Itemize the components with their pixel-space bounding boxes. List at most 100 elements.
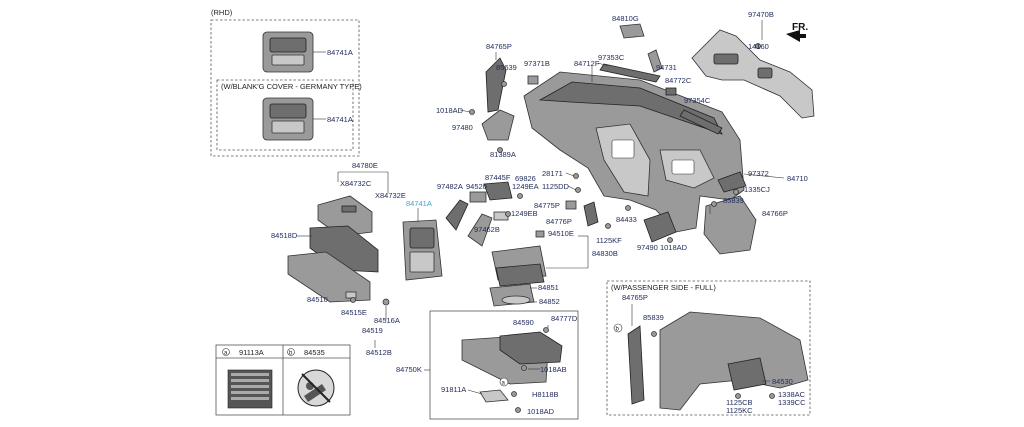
label-97353C: 97353C — [598, 53, 625, 62]
glove-box-tray — [287, 251, 371, 303]
label-84515E: 84515E — [341, 308, 367, 317]
cluster-cover — [495, 263, 545, 287]
label-94731: 94731 — [656, 63, 677, 72]
rhd-sub-box-frame — [216, 79, 354, 151]
label-84766P: 84766P — [762, 209, 788, 218]
label-1339CC: 1339CC — [778, 398, 806, 407]
duct-97470B — [691, 29, 815, 119]
vent-97372 — [717, 171, 747, 193]
label-84516A: 84516A — [374, 316, 400, 325]
passenger-box-title: (W/PASSENGER SIDE - FULL) — [611, 283, 716, 292]
label-84851: 84851 — [538, 283, 559, 292]
legend-b-letter: b — [289, 351, 293, 357]
airbag-84530 — [727, 357, 767, 391]
label-97372: 97372 — [748, 169, 769, 178]
label-14160: 14160 — [748, 42, 769, 51]
lower-panel-box-frame — [429, 310, 579, 420]
bracket-84775P — [565, 200, 577, 210]
label-85639-top: 85639 — [496, 63, 517, 72]
label-97462B: 97462B — [474, 225, 500, 234]
front-direction-indicator: FR. — [786, 22, 808, 42]
label-84512B: 84512B — [366, 348, 392, 357]
label-84765P-passenger: 84765P — [622, 293, 648, 302]
label-87445F: 87445F — [485, 173, 511, 182]
label-1125DD: 1125DD — [542, 182, 570, 191]
knee-bolster — [499, 331, 563, 365]
center-fascia-panel-rhd — [262, 31, 314, 73]
label-84852: 84852 — [539, 297, 560, 306]
glove-box-latch — [341, 205, 357, 213]
label-84775P: 84775P — [534, 201, 560, 210]
label-X84732C: X84732C — [340, 179, 372, 188]
label-84830B: 84830B — [592, 249, 618, 258]
label-97470B: 97470B — [748, 10, 774, 19]
legend-b-part: 84535 — [304, 348, 325, 357]
label-84712F: 84712F — [574, 59, 600, 68]
panel-94520 — [469, 191, 487, 203]
grille-84810G — [619, 23, 645, 39]
passenger-side-box: (W/PASSENGER SIDE - FULL) 84765P 85839 8… — [606, 280, 811, 416]
glove-box-group: 84780E X84732C X84732E 84741A 84518D 845… — [271, 161, 432, 357]
label-84780E: 84780E — [352, 161, 378, 170]
panel-87445F — [483, 181, 513, 201]
label-97480: 97480 — [452, 123, 473, 132]
cover-91811A — [479, 389, 509, 403]
label-84519: 84519 — [362, 326, 383, 335]
label-84433: 84433 — [616, 215, 637, 224]
label-1125CB: 1125CB — [726, 398, 753, 407]
screw-69826 — [517, 193, 523, 199]
label-1249EA: 1249EA — [512, 182, 539, 191]
vent-97480 — [481, 109, 515, 141]
center-vents-group: 97482A 94520 87445F 69826 1249EA 1249EB … — [437, 173, 618, 307]
rhd-box-title: (RHD) — [211, 8, 233, 17]
defroster-97354C — [679, 109, 723, 135]
rhd-sub-box-title: (W/BLANK'G COVER - GERMANY TYPE) — [221, 82, 362, 91]
label-1018AD-top: 1018AD — [436, 106, 464, 115]
label-84741A-rhd: 84741A — [327, 48, 353, 57]
label-84741A-blank: 84741A — [327, 115, 353, 124]
label-69826: 69826 — [515, 174, 536, 183]
bracket-94731 — [647, 49, 663, 73]
side-trim-84765P-passenger — [627, 325, 645, 405]
label-94520: 94520 — [466, 182, 487, 191]
label-1249EB: 1249EB — [511, 209, 538, 218]
legend-box: a 91113A b 84535 — [215, 344, 351, 416]
callout-b-letter: b — [616, 327, 620, 333]
label-84590: 84590 — [513, 318, 534, 327]
label-1125KF: 1125KF — [596, 236, 622, 245]
label-97490: 97490 — [637, 243, 658, 252]
legend-a-letter: a — [224, 351, 228, 357]
label-1335CJ: 1335CJ — [744, 185, 770, 194]
label-X84732E: X84732E — [375, 191, 406, 200]
vent-97490 — [643, 211, 677, 243]
label-84777D: 84777D — [551, 314, 578, 323]
sensor-84772C — [665, 87, 677, 96]
vent-97462B — [467, 213, 493, 247]
label-97371B: 97371B — [524, 59, 550, 68]
caution-label-icon — [227, 369, 273, 409]
clip-84516A — [382, 298, 390, 306]
garnish-84852 — [501, 295, 531, 305]
center-fascia-panel-blank — [262, 97, 314, 141]
label-84710: 84710 — [787, 174, 808, 183]
label-84765P-top: 84765P — [486, 42, 512, 51]
label-84518D: 84518D — [271, 231, 298, 240]
callout-a-letter: a — [502, 381, 506, 387]
passenger-box-frame — [606, 280, 811, 416]
label-1338AC: 1338AC — [778, 390, 806, 399]
label-1018AD-mid: 1018AD — [660, 243, 688, 252]
legend-a-part: 91113A — [239, 348, 264, 357]
label-84772C: 84772C — [665, 76, 692, 85]
glove-box-door — [317, 195, 373, 237]
label-85839-passenger: 85839 — [643, 313, 664, 322]
label-H8118B: H8118B — [532, 390, 559, 399]
label-97354C: 97354C — [684, 96, 711, 105]
callout-a-circle — [499, 377, 509, 387]
crash-pad-passenger — [659, 311, 809, 411]
left-side-vent — [469, 57, 539, 153]
label-1018AB: 1018AB — [540, 365, 567, 374]
label-28171: 28171 — [542, 169, 563, 178]
label-97482A: 97482A — [437, 182, 463, 191]
